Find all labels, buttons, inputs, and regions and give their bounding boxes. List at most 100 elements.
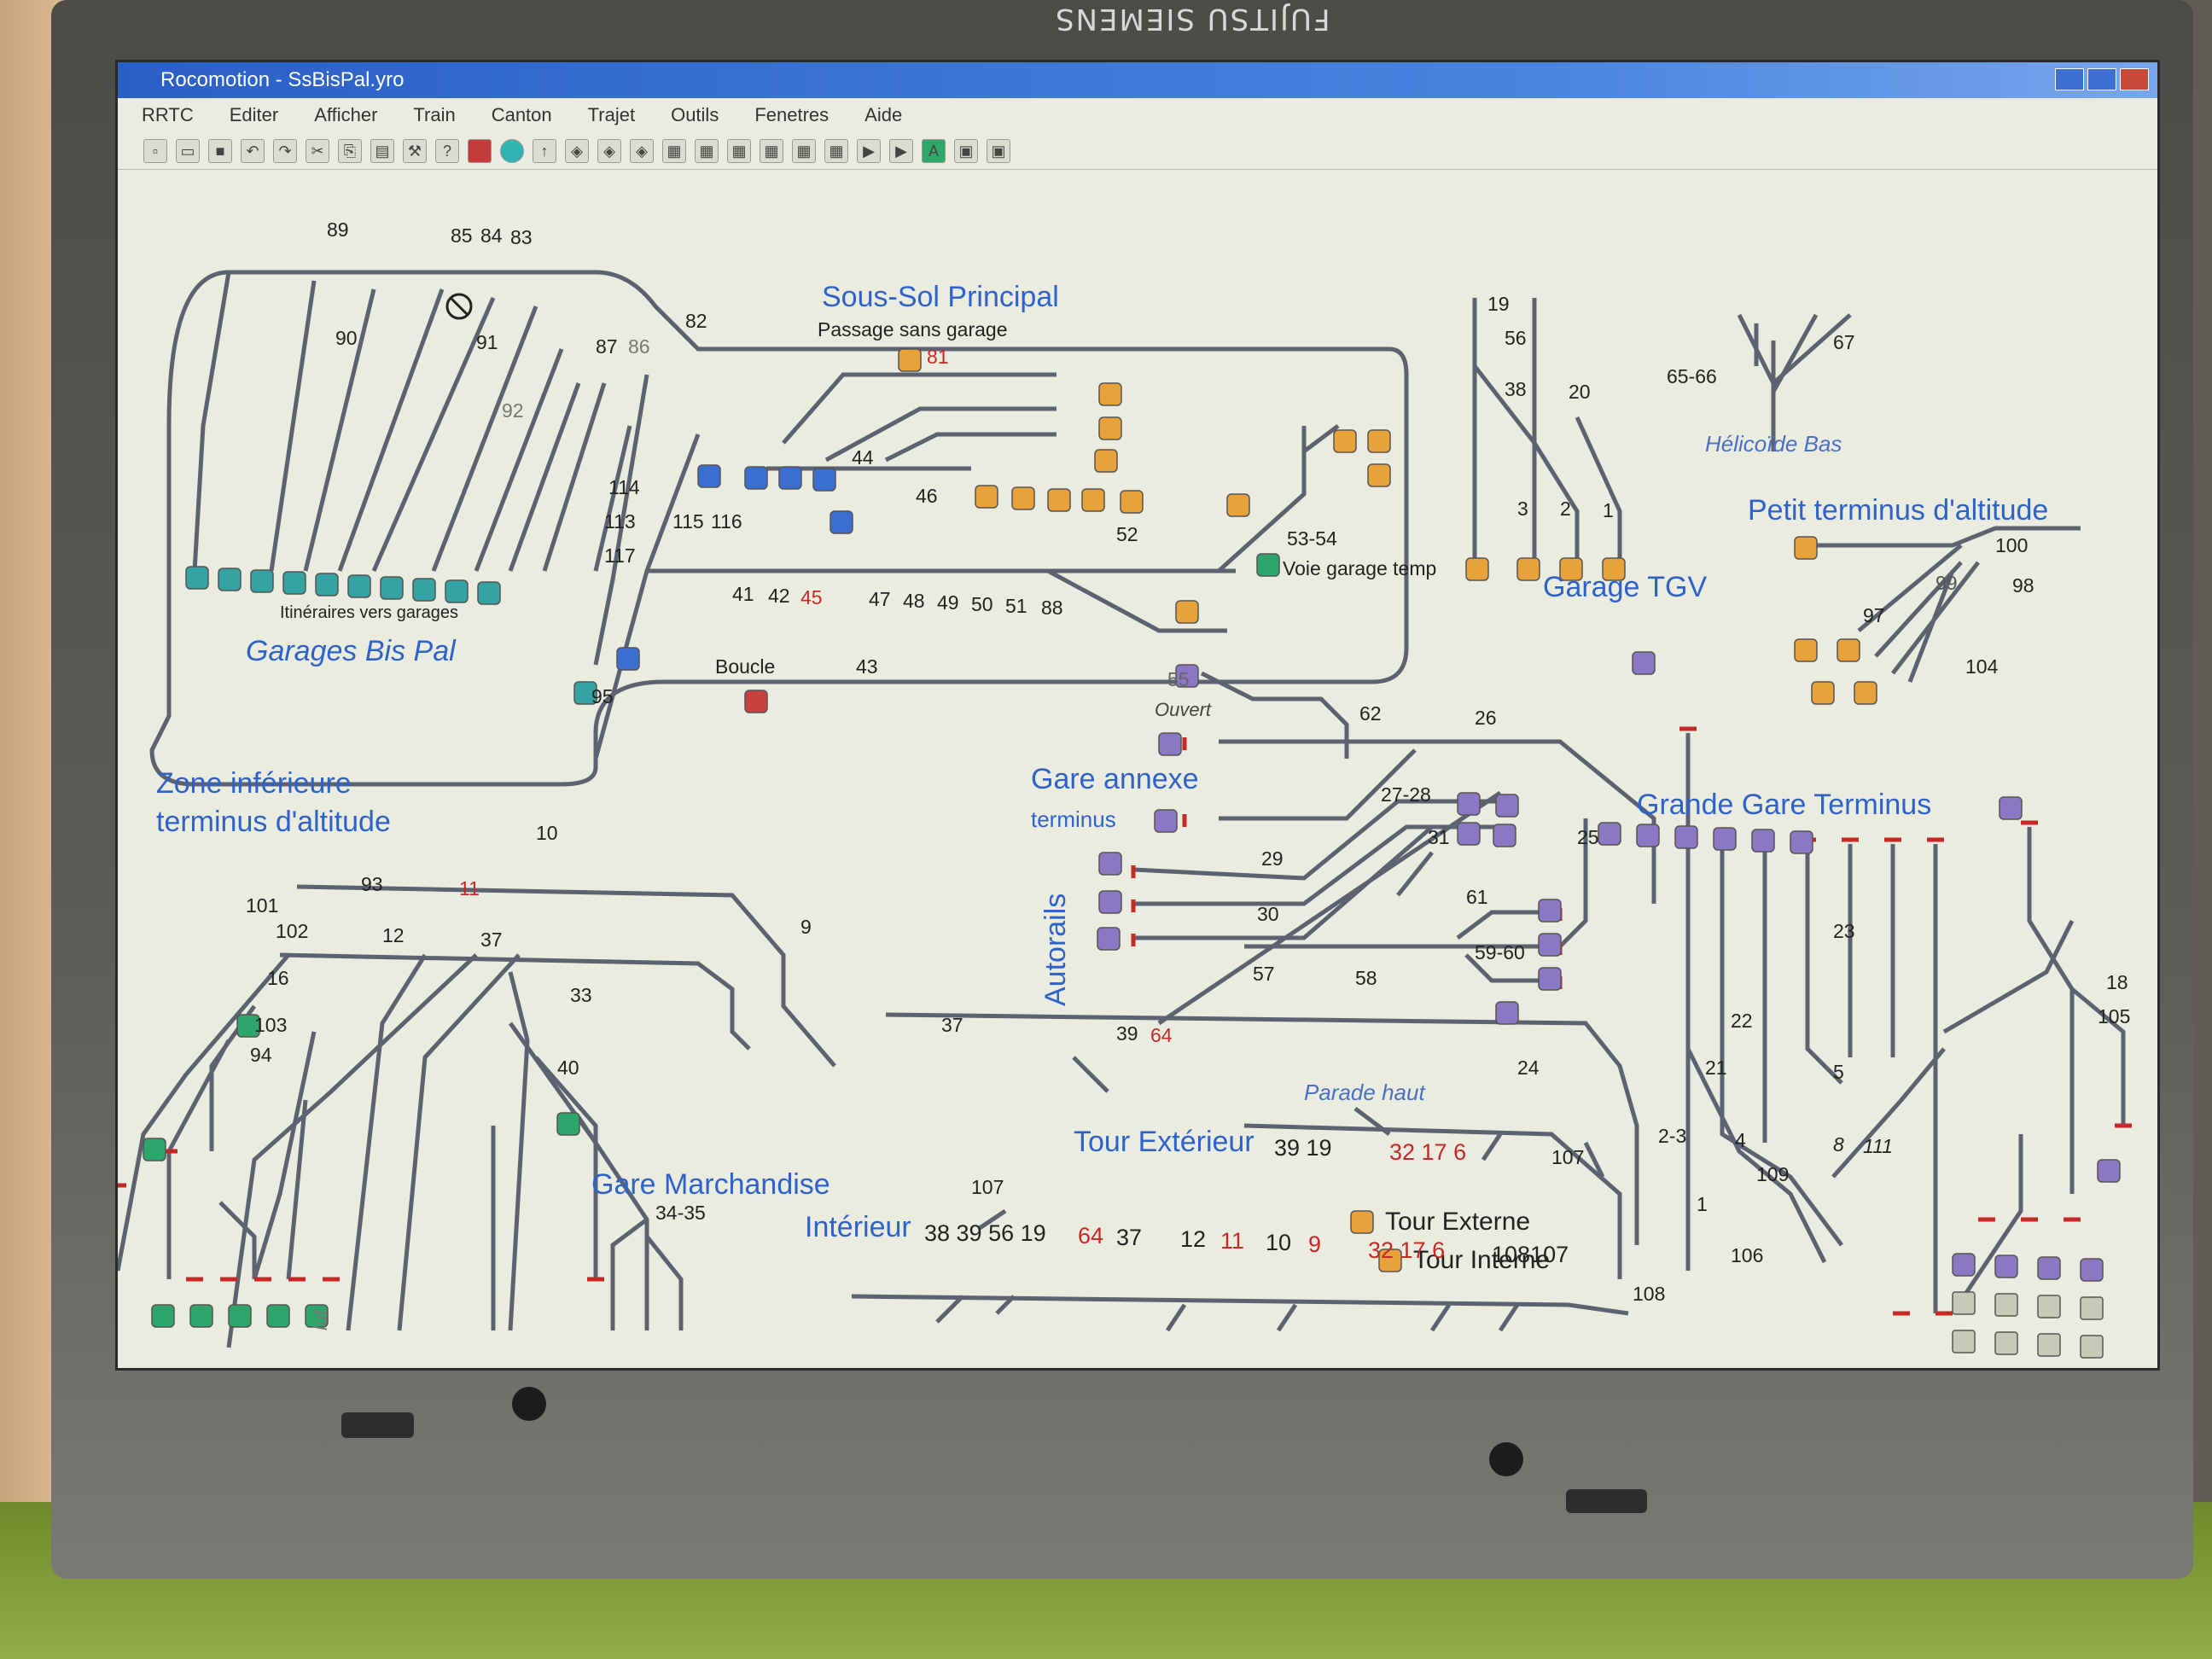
signal-46e[interactable] bbox=[1120, 490, 1144, 514]
signal-annexe[interactable] bbox=[1154, 809, 1178, 833]
paste-icon[interactable]: ▤ bbox=[370, 138, 394, 163]
undo-icon[interactable]: ↶ bbox=[241, 138, 265, 163]
garage-signal-9[interactable] bbox=[445, 579, 469, 603]
garage-signal-1[interactable] bbox=[185, 566, 209, 590]
signal-tgv-3[interactable] bbox=[1559, 557, 1583, 581]
signal-gg-3[interactable] bbox=[1674, 825, 1698, 849]
signal-24[interactable] bbox=[1495, 1001, 1519, 1025]
tool-e-icon[interactable]: ▦ bbox=[695, 138, 719, 163]
menu-train[interactable]: Train bbox=[413, 104, 456, 125]
tool-c-icon[interactable]: ◈ bbox=[630, 138, 654, 163]
maximize-button[interactable] bbox=[2087, 68, 2116, 90]
signal-petit-4[interactable] bbox=[1811, 681, 1835, 705]
signal-31b[interactable] bbox=[1493, 824, 1516, 847]
signal-tour-externe[interactable] bbox=[1350, 1210, 1374, 1234]
signal-petit-2[interactable] bbox=[1794, 638, 1818, 662]
signal-33[interactable] bbox=[556, 1112, 580, 1136]
garage-signal-8[interactable] bbox=[412, 578, 436, 602]
signal-grande-top[interactable] bbox=[1632, 651, 1656, 675]
tool-h-icon[interactable]: ▦ bbox=[792, 138, 816, 163]
redo-icon[interactable]: ↷ bbox=[273, 138, 297, 163]
signal-46d[interactable] bbox=[1081, 488, 1105, 512]
empty-slot-7[interactable] bbox=[2037, 1333, 2061, 1357]
tool-f-icon[interactable]: ▦ bbox=[727, 138, 751, 163]
signal-ouvert[interactable] bbox=[1158, 732, 1182, 756]
signal-orange-1[interactable] bbox=[1098, 382, 1122, 406]
signal-tgv-2[interactable] bbox=[1516, 557, 1540, 581]
signal-petit-1[interactable] bbox=[1794, 536, 1818, 560]
signal-tgv-1[interactable] bbox=[1465, 557, 1489, 581]
tool-k-icon[interactable]: ▶ bbox=[889, 138, 913, 163]
tool-d-icon[interactable]: ▦ bbox=[662, 138, 686, 163]
signal-gm-5[interactable] bbox=[305, 1304, 329, 1328]
signal-gg-9[interactable] bbox=[1952, 1253, 1976, 1277]
menu-rrtc[interactable]: RRTC bbox=[142, 104, 194, 125]
signal-blue-5[interactable] bbox=[830, 510, 853, 534]
signal-gm-2[interactable] bbox=[189, 1304, 213, 1328]
menu-aide[interactable]: Aide bbox=[864, 104, 903, 125]
signal-5354a[interactable] bbox=[1333, 429, 1357, 453]
signal-gm-4[interactable] bbox=[266, 1304, 290, 1328]
empty-slot-4[interactable] bbox=[2080, 1296, 2104, 1320]
empty-slot-5[interactable] bbox=[1952, 1330, 1976, 1353]
empty-slot-6[interactable] bbox=[1994, 1331, 2018, 1355]
go-icon[interactable] bbox=[500, 138, 524, 163]
signal-voie-garage[interactable] bbox=[1256, 553, 1280, 577]
signal-blue-6[interactable] bbox=[616, 647, 640, 671]
signal-gg-5[interactable] bbox=[1751, 829, 1775, 853]
signal-16[interactable] bbox=[236, 1014, 260, 1038]
signal-petit-3[interactable] bbox=[1837, 638, 1860, 662]
new-file-icon[interactable]: ▫ bbox=[143, 138, 167, 163]
garage-signal-7[interactable] bbox=[380, 576, 404, 600]
signal-tgv-4[interactable] bbox=[1602, 557, 1626, 581]
garage-signal-3[interactable] bbox=[250, 569, 274, 593]
signal-46[interactable] bbox=[975, 485, 998, 509]
signal-2728b[interactable] bbox=[1495, 794, 1519, 818]
signal-petit-5[interactable] bbox=[1854, 681, 1877, 705]
tool-j-icon[interactable]: ▶ bbox=[857, 138, 881, 163]
tool-m-icon[interactable]: ▣ bbox=[954, 138, 978, 163]
menu-trajet[interactable]: Trajet bbox=[587, 104, 636, 125]
signal-81[interactable] bbox=[898, 348, 922, 372]
signal-zone-inf-1[interactable] bbox=[143, 1138, 166, 1161]
signal-2728a[interactable] bbox=[1457, 792, 1481, 816]
signal-orange-4[interactable] bbox=[1226, 493, 1250, 517]
tool-b-icon[interactable]: ◈ bbox=[597, 138, 621, 163]
signal-46c[interactable] bbox=[1047, 488, 1071, 512]
signal-gg-8[interactable] bbox=[2097, 1159, 2121, 1183]
signal-gm-3[interactable] bbox=[228, 1304, 252, 1328]
garage-signal-6[interactable] bbox=[347, 574, 371, 598]
tool-g-icon[interactable]: ▦ bbox=[760, 138, 783, 163]
menu-canton[interactable]: Canton bbox=[491, 104, 552, 125]
signal-5354b[interactable] bbox=[1367, 429, 1391, 453]
garage-signal-2[interactable] bbox=[218, 568, 242, 591]
signal-tour-interne[interactable] bbox=[1378, 1249, 1402, 1272]
close-button[interactable] bbox=[2120, 68, 2149, 90]
signal-blue-1[interactable] bbox=[697, 464, 721, 488]
signal-46b[interactable] bbox=[1011, 486, 1035, 510]
arrow-up-icon[interactable]: ↑ bbox=[533, 138, 556, 163]
signal-autorail-3[interactable] bbox=[1097, 927, 1121, 951]
menu-afficher[interactable]: Afficher bbox=[314, 104, 378, 125]
tool-n-icon[interactable]: ▣ bbox=[987, 138, 1010, 163]
garage-signal-5[interactable] bbox=[315, 573, 339, 597]
boucle-signal[interactable] bbox=[744, 690, 768, 713]
signal-autorail-1[interactable] bbox=[1098, 852, 1122, 876]
signal-blue-4[interactable] bbox=[812, 468, 836, 492]
signal-5960b[interactable] bbox=[1538, 933, 1562, 957]
empty-slot-2[interactable] bbox=[1994, 1293, 2018, 1317]
open-folder-icon[interactable]: ▭ bbox=[176, 138, 200, 163]
menu-outils[interactable]: Outils bbox=[671, 104, 719, 125]
signal-31a[interactable] bbox=[1457, 822, 1481, 846]
tool-i-icon[interactable]: ▦ bbox=[824, 138, 848, 163]
signal-gg-6[interactable] bbox=[1790, 830, 1813, 854]
signal-autorail-2[interactable] bbox=[1098, 890, 1122, 914]
menu-editer[interactable]: Editer bbox=[229, 104, 279, 125]
signal-gg-7[interactable] bbox=[1999, 796, 2023, 820]
garage-signal-10[interactable] bbox=[477, 581, 501, 605]
tool-l-icon[interactable]: A bbox=[922, 138, 946, 163]
tool-a-icon[interactable]: ◈ bbox=[565, 138, 589, 163]
empty-slot-8[interactable] bbox=[2080, 1335, 2104, 1359]
signal-5960a[interactable] bbox=[1538, 899, 1562, 923]
empty-slot-3[interactable] bbox=[2037, 1295, 2061, 1318]
